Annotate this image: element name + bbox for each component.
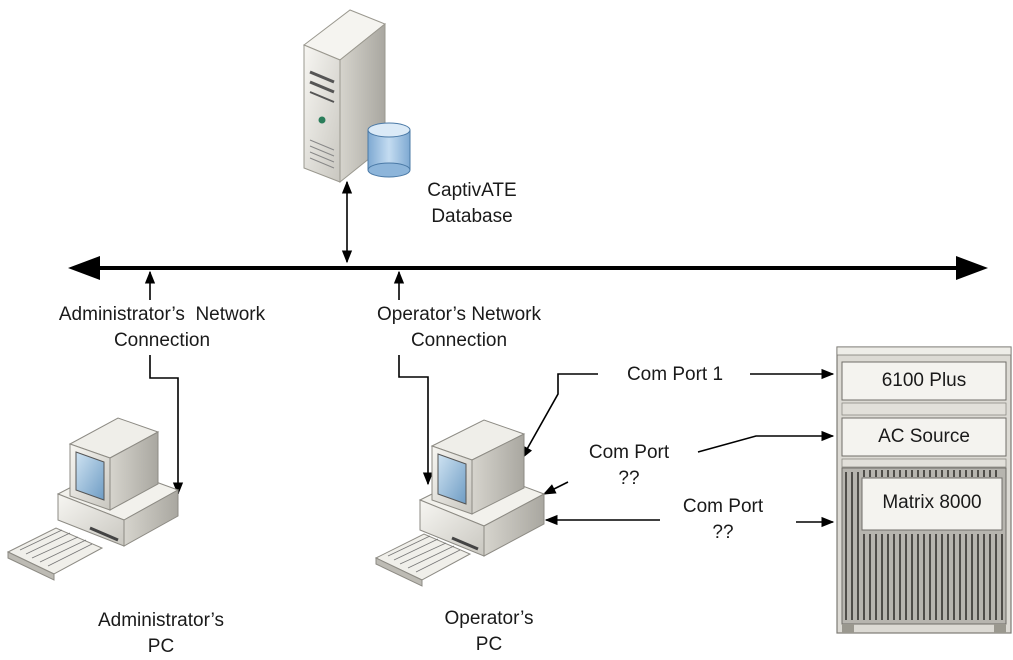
admin-pc-label: Administrator’s PC bbox=[97, 610, 224, 657]
admin-pc-icon bbox=[6, 417, 180, 581]
database-server-icon bbox=[303, 9, 411, 184]
rack-unit-2-label: AC Source bbox=[878, 426, 970, 447]
rack-unit-6100-plus bbox=[841, 361, 1007, 401]
matrix-vents bbox=[845, 470, 1003, 620]
com-port-3-label: Com Port ?? bbox=[682, 496, 764, 543]
com-port-2-rack-arrow bbox=[697, 430, 835, 453]
network-backbone bbox=[68, 256, 988, 280]
operator-pc-link bbox=[398, 355, 434, 486]
com-port-2-pc-arrow bbox=[542, 481, 569, 495]
rack-unit-3-label: Matrix 8000 bbox=[882, 492, 982, 513]
database-label: CaptivATE Database bbox=[427, 180, 517, 227]
com-port-1-pc-arrow bbox=[521, 373, 598, 460]
rack-unit-matrix-8000 bbox=[861, 477, 1003, 531]
database-cylinder-icon bbox=[367, 122, 411, 178]
operator-pc-icon bbox=[374, 419, 546, 587]
operator-connection-label: Operator’s Network Connection bbox=[376, 304, 542, 351]
admin-pc-link bbox=[149, 355, 184, 496]
com-port-1-label: Com Port 1 bbox=[626, 364, 724, 385]
com-port-2-label: Com Port ?? bbox=[588, 442, 670, 489]
operator-pc-label: Operator’s PC bbox=[444, 608, 534, 655]
equipment-rack bbox=[836, 346, 1012, 634]
rack-unit-ac-source bbox=[841, 417, 1007, 457]
admin-connection-label: Administrator’s Network Connection bbox=[58, 304, 266, 351]
rack-unit-1-label: 6100 Plus bbox=[881, 370, 967, 391]
